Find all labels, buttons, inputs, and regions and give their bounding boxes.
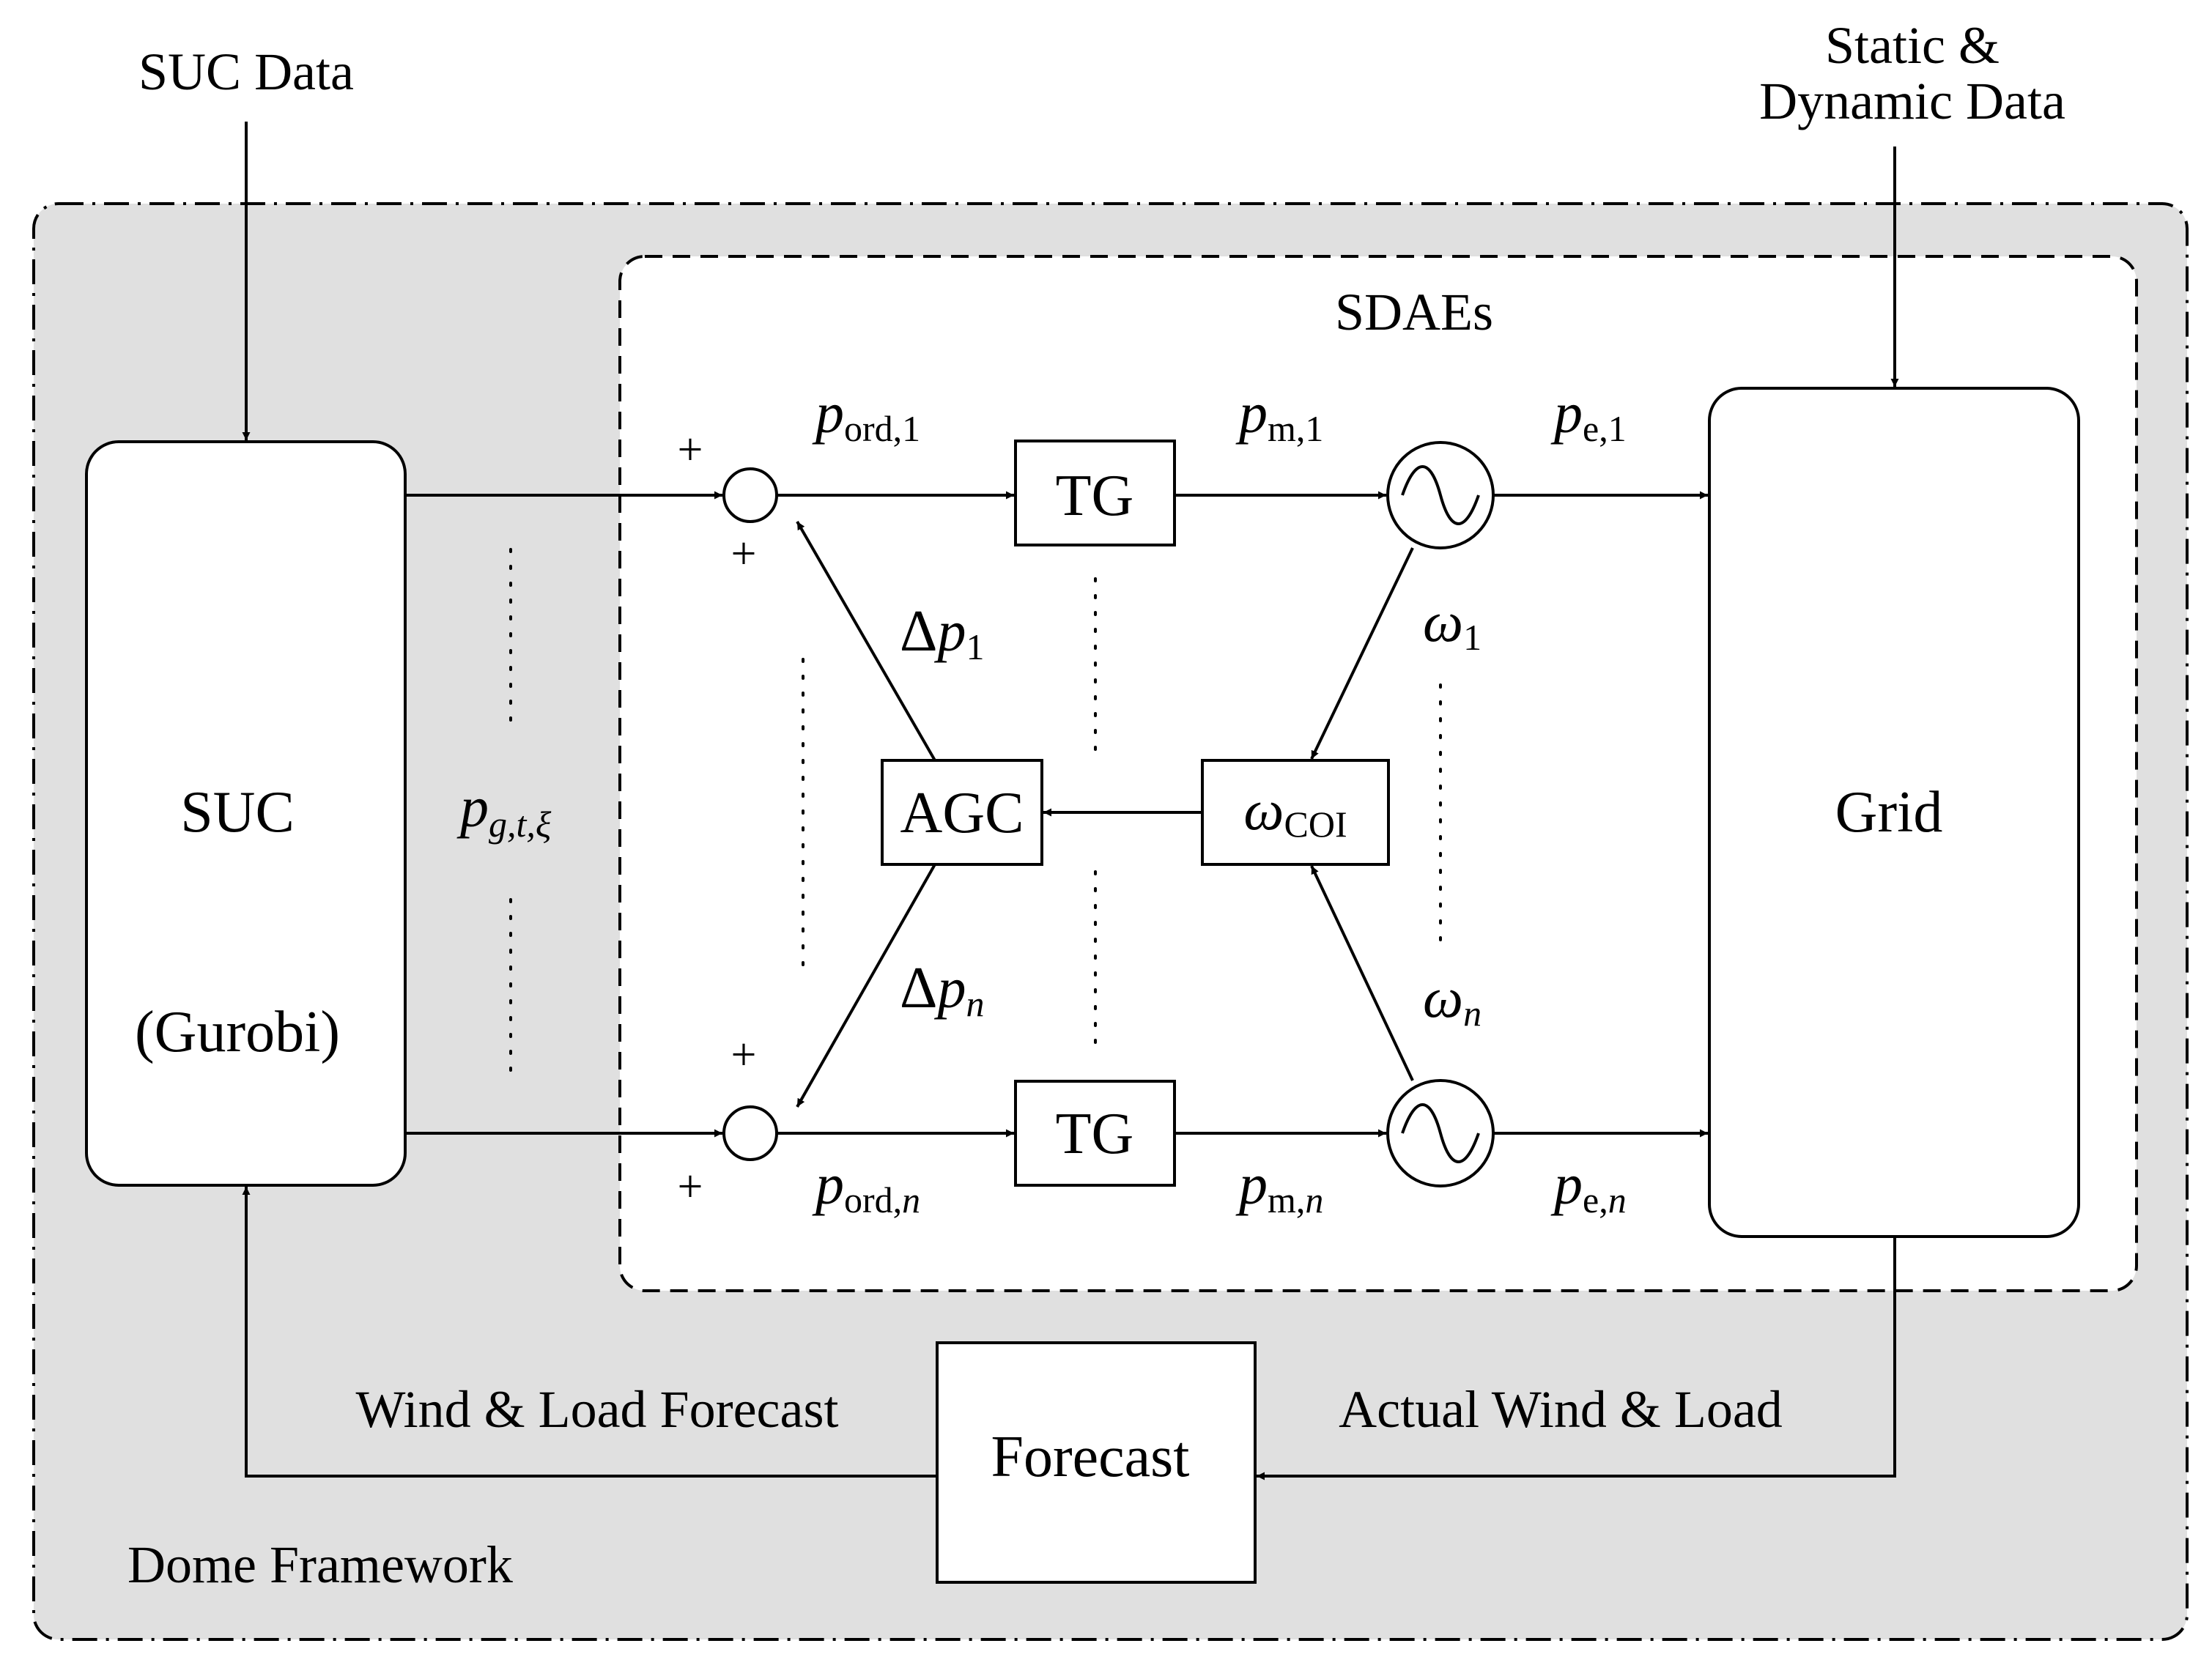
p-m-1-label: pm,1 <box>1235 381 1323 449</box>
coi-block <box>1201 759 1390 866</box>
tg-n-label: TG <box>1056 1102 1134 1166</box>
omega-coi-label: ωCOI <box>1243 778 1347 845</box>
forecast-to-suc-arrow <box>242 1187 937 1478</box>
p-e-1-label: pe,1 <box>1550 381 1627 449</box>
omega-n-label: ωn <box>1423 965 1482 1034</box>
gen-n-to-coi-arrow <box>1310 865 1414 1081</box>
sum-n-feedback-sign: + <box>731 1030 757 1080</box>
forecast-label: Forecast <box>991 1425 1189 1489</box>
tg-1-label: TG <box>1056 464 1134 528</box>
agc-block <box>881 759 1043 866</box>
sdaes-label: SDAEs <box>1335 283 1493 341</box>
dome-framework-label: Dome Framework <box>127 1535 513 1594</box>
generator-1-sine-icon <box>1401 465 1480 525</box>
forecast-block <box>936 1341 1257 1584</box>
suc-block <box>85 440 407 1187</box>
suc-data-label: SUC Data <box>138 42 354 101</box>
delta-p-1-label: Δp1 <box>900 599 984 667</box>
sum-1-input-sign: + <box>678 425 703 475</box>
static-dynamic-label-line2: Dynamic Data <box>1759 72 2065 130</box>
delta-p-n-label: Δpn <box>900 956 984 1024</box>
suc-title: SUC <box>180 780 295 845</box>
agc-to-sum-1-arrow <box>796 521 936 761</box>
p-schedule-label: pg,t,ξ <box>456 775 552 845</box>
p-ord-n-label: pord,n <box>812 1152 920 1220</box>
grid-to-forecast-arrow <box>1257 1237 1896 1480</box>
sum-junction-n <box>722 1105 778 1161</box>
sum-1-feedback-sign: + <box>731 529 757 579</box>
sum-n-input-sign: + <box>678 1162 703 1212</box>
omega-1-label: ω1 <box>1423 590 1482 658</box>
agc-to-sum-n-arrow <box>796 864 936 1108</box>
sum-junction-1 <box>722 467 778 523</box>
p-e-n-label: pe,n <box>1550 1152 1627 1220</box>
p-ord-1-label: pord,1 <box>812 381 920 449</box>
suc-solver-label: (Gurobi) <box>135 1000 340 1064</box>
grid-label: Grid <box>1835 780 1943 845</box>
gen-1-to-coi-arrow <box>1310 547 1414 760</box>
wind-load-forecast-label: Wind & Load Forecast <box>356 1380 839 1439</box>
p-m-n-label: pm,n <box>1235 1152 1323 1220</box>
agc-label: AGC <box>900 781 1024 845</box>
actual-wind-load-label: Actual Wind & Load <box>1339 1380 1783 1439</box>
generator-n-sine-icon <box>1401 1103 1480 1163</box>
static-dynamic-label-line1: Static & <box>1825 16 2000 75</box>
tg-block-1 <box>1014 440 1176 546</box>
